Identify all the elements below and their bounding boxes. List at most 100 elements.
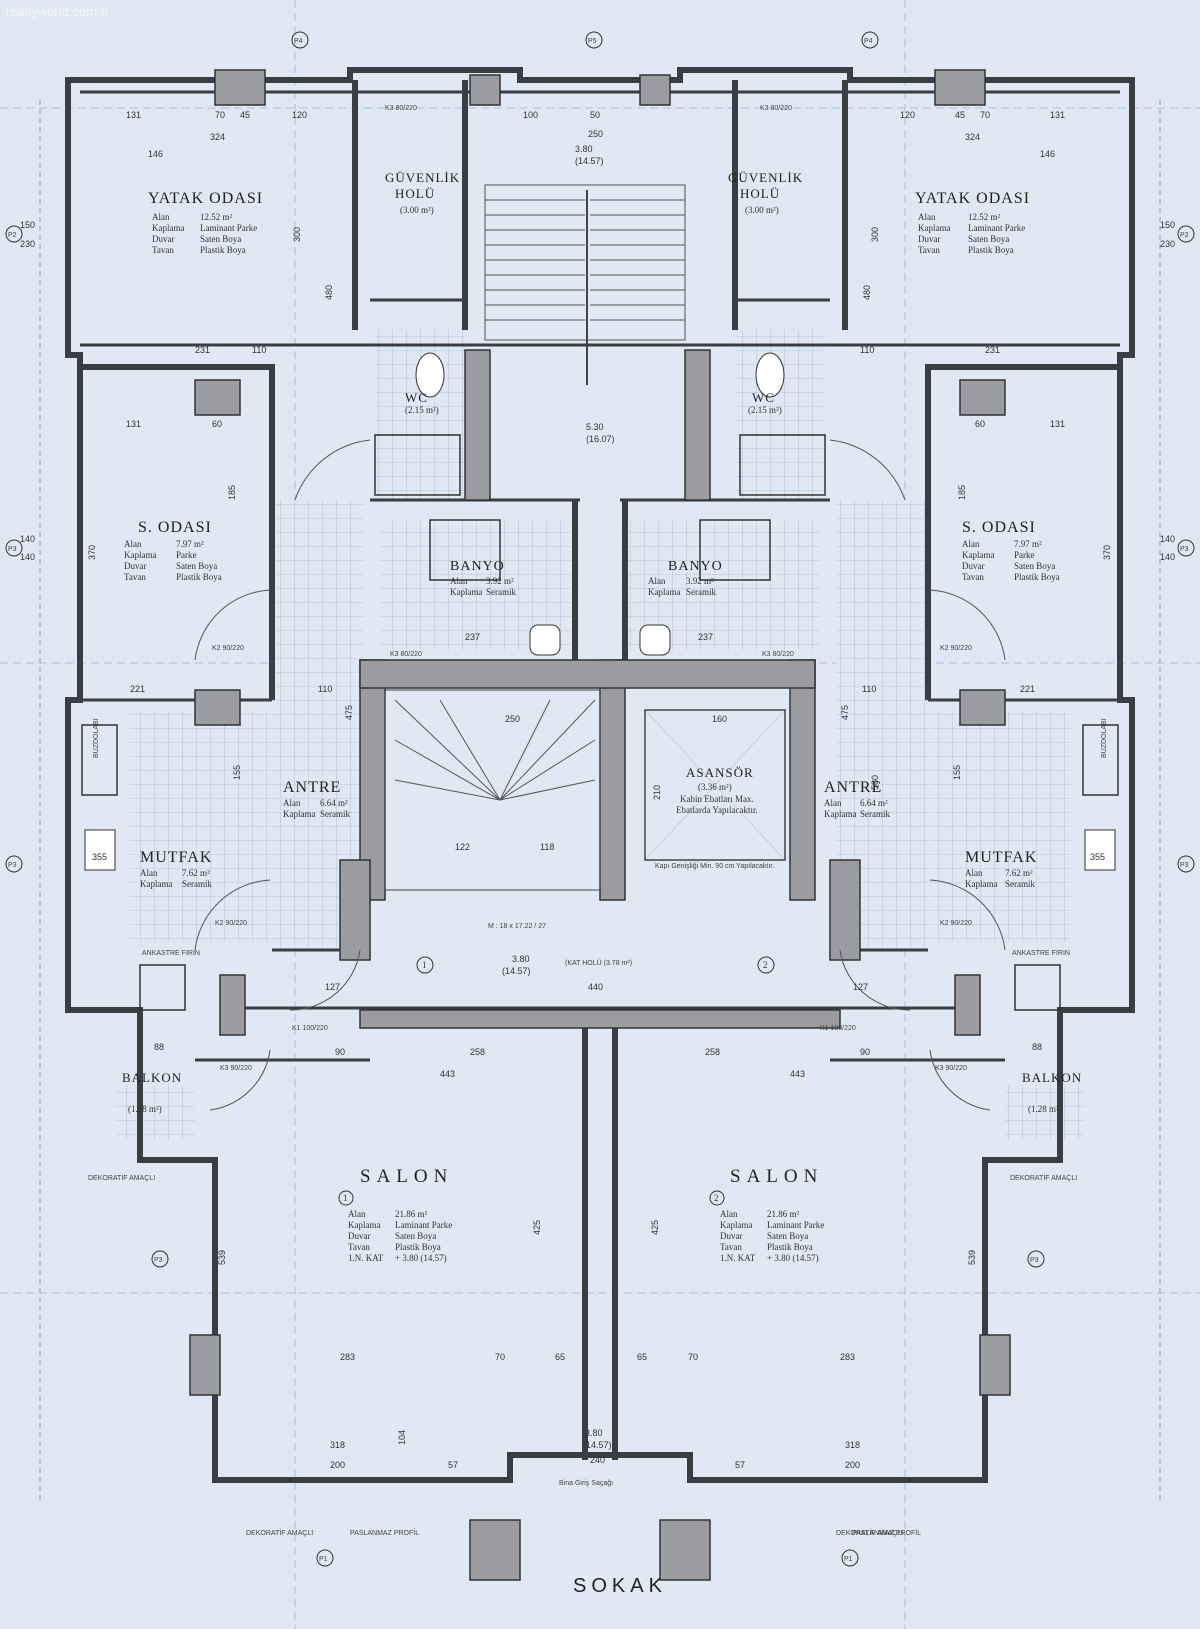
svg-text:2: 2 [763,960,768,970]
svg-text:131: 131 [126,419,141,429]
room-mutfak-right: MUTFAK Alan 7.62 m² Kaplama Seramik [965,849,1037,889]
svg-text:231: 231 [195,345,210,355]
svg-text:MUTFAK: MUTFAK [965,849,1037,866]
door-tags: K1 100/220 K1 100/220 K2 90/220 K2 90/22… [212,105,972,1072]
room-balkon-left: BALKON (1.28 m²) [122,1070,181,1114]
svg-text:Kaplama: Kaplama [450,587,482,597]
svg-text:P3: P3 [154,1257,163,1264]
svg-text:200: 200 [845,1460,860,1470]
svg-text:(3.00 m²): (3.00 m²) [400,205,434,215]
svg-text:120: 120 [292,110,307,120]
svg-text:230: 230 [1160,239,1175,249]
svg-text:65: 65 [637,1352,647,1362]
svg-text:Plastik Boya: Plastik Boya [1014,572,1060,582]
svg-text:Laminant Parke: Laminant Parke [767,1220,824,1230]
exterior-notes: DEKORATİF AMAÇLI DEKORATİF AMAÇLI DEKORA… [88,1173,1077,1537]
svg-text:355: 355 [1090,852,1105,862]
svg-text:WC: WC [752,390,775,405]
svg-text:S. ODASI: S. ODASI [962,519,1036,536]
svg-text:70: 70 [688,1352,698,1362]
svg-text:300: 300 [870,227,880,242]
svg-text:Saten Boya: Saten Boya [395,1231,436,1241]
svg-text:Seramik: Seramik [486,587,516,597]
svg-text:237: 237 [465,632,480,642]
svg-text:250: 250 [505,714,520,724]
room-antre-right: ANTRE Alan 6.64 m² Kaplama Seramik [824,779,890,819]
svg-text:140: 140 [1160,552,1175,562]
door-width-note: Kapı Genişliği Min. 90 cm Yapılacaktır. [655,863,774,870]
svg-text:324: 324 [210,132,225,142]
svg-text:P2: P2 [1180,232,1189,239]
svg-text:Kaplama: Kaplama [348,1220,380,1230]
svg-text:2: 2 [714,1193,719,1203]
svg-text:PASLANMAZ PROFİL: PASLANMAZ PROFİL [852,1528,921,1537]
svg-text:539: 539 [217,1250,227,1265]
svg-text:300: 300 [292,227,302,242]
svg-text:200: 200 [330,1460,345,1470]
svg-text:K3 80/220: K3 80/220 [760,105,792,112]
svg-text:1.N. KAT: 1.N. KAT [720,1253,756,1263]
svg-text:Alan: Alan [918,212,936,222]
svg-text:P3: P3 [1180,546,1189,553]
svg-text:K1 100/220: K1 100/220 [292,1025,328,1032]
svg-text:7.62 m²: 7.62 m² [182,868,210,878]
level-markers: 3.80 (14.57) 5.30 (16.07) 3.80 (14.57) 3… [502,144,615,1450]
svg-text:Kaplama: Kaplama [965,879,997,889]
svg-text:P3: P3 [1030,1257,1039,1264]
svg-text:Plastik Boya: Plastik Boya [767,1242,813,1252]
svg-text:370: 370 [1102,545,1112,560]
svg-text:ANKASTRE FIRIN: ANKASTRE FIRIN [1012,950,1070,957]
svg-text:425: 425 [532,1220,542,1235]
svg-text:221: 221 [1020,684,1035,694]
svg-text:Laminant Parke: Laminant Parke [395,1220,452,1230]
svg-text:K1 100/220: K1 100/220 [820,1025,856,1032]
svg-text:SALON: SALON [360,1166,453,1187]
svg-text:ANTRE: ANTRE [824,779,882,796]
svg-text:P3: P3 [8,546,17,553]
svg-text:Duvar: Duvar [962,561,985,571]
svg-text:K3 80/220: K3 80/220 [390,651,422,658]
svg-text:443: 443 [440,1069,455,1079]
room-yatak-left: YATAK ODASI Alan 12.52 m² Kaplama Lamina… [148,190,262,255]
interior-walls [80,80,1120,1460]
appliance-labels: BUZDOLABI BUZDOLABI ANKASTRE FIRIN ANKAS… [93,718,1108,957]
svg-text:57: 57 [735,1460,745,1470]
svg-text:Duvar: Duvar [124,561,147,571]
svg-text:ASANSÖR: ASANSÖR [686,765,754,780]
svg-text:Alan: Alan [965,868,983,878]
svg-text:(2.15 m²): (2.15 m²) [405,405,439,415]
svg-text:Tavan: Tavan [124,572,146,582]
svg-text:Alan: Alan [348,1209,366,1219]
svg-text:ANKASTRE FIRIN: ANKASTRE FIRIN [142,950,200,957]
svg-text:P1: P1 [319,1556,328,1563]
room-antre-left: ANTRE Alan 6.64 m² Kaplama Seramik [283,779,350,819]
svg-text:120: 120 [900,110,915,120]
svg-text:Alan: Alan [283,798,301,808]
fixtures [81,352,1119,1011]
svg-text:3.92 m²: 3.92 m² [686,576,714,586]
svg-text:BANYO: BANYO [668,559,723,574]
svg-text:Alan: Alan [962,539,980,549]
svg-text:140: 140 [1160,534,1175,544]
svg-text:ANTRE: ANTRE [283,779,341,796]
svg-text:122: 122 [455,842,470,852]
svg-text:DEKORATİF AMAÇLI: DEKORATİF AMAÇLI [246,1528,313,1537]
svg-text:90: 90 [860,1047,870,1057]
svg-text:Kaplama: Kaplama [283,809,315,819]
svg-text:127: 127 [853,982,868,992]
level-mid: 5.30 [586,422,604,432]
svg-text:131: 131 [126,110,141,120]
svg-text:P2: P2 [8,232,17,239]
svg-text:(14.57): (14.57) [575,156,604,166]
svg-text:+ 3.80 (14.57): + 3.80 (14.57) [395,1253,447,1263]
svg-text:104: 104 [397,1430,407,1445]
svg-text:70: 70 [495,1352,505,1362]
svg-text:70: 70 [980,110,990,120]
svg-text:Duvar: Duvar [720,1231,743,1241]
svg-text:P4: P4 [294,38,303,45]
svg-text:50: 50 [590,110,600,120]
svg-text:Seramik: Seramik [182,879,212,889]
svg-text:6.64 m²: 6.64 m² [860,798,888,808]
svg-text:100: 100 [523,110,538,120]
